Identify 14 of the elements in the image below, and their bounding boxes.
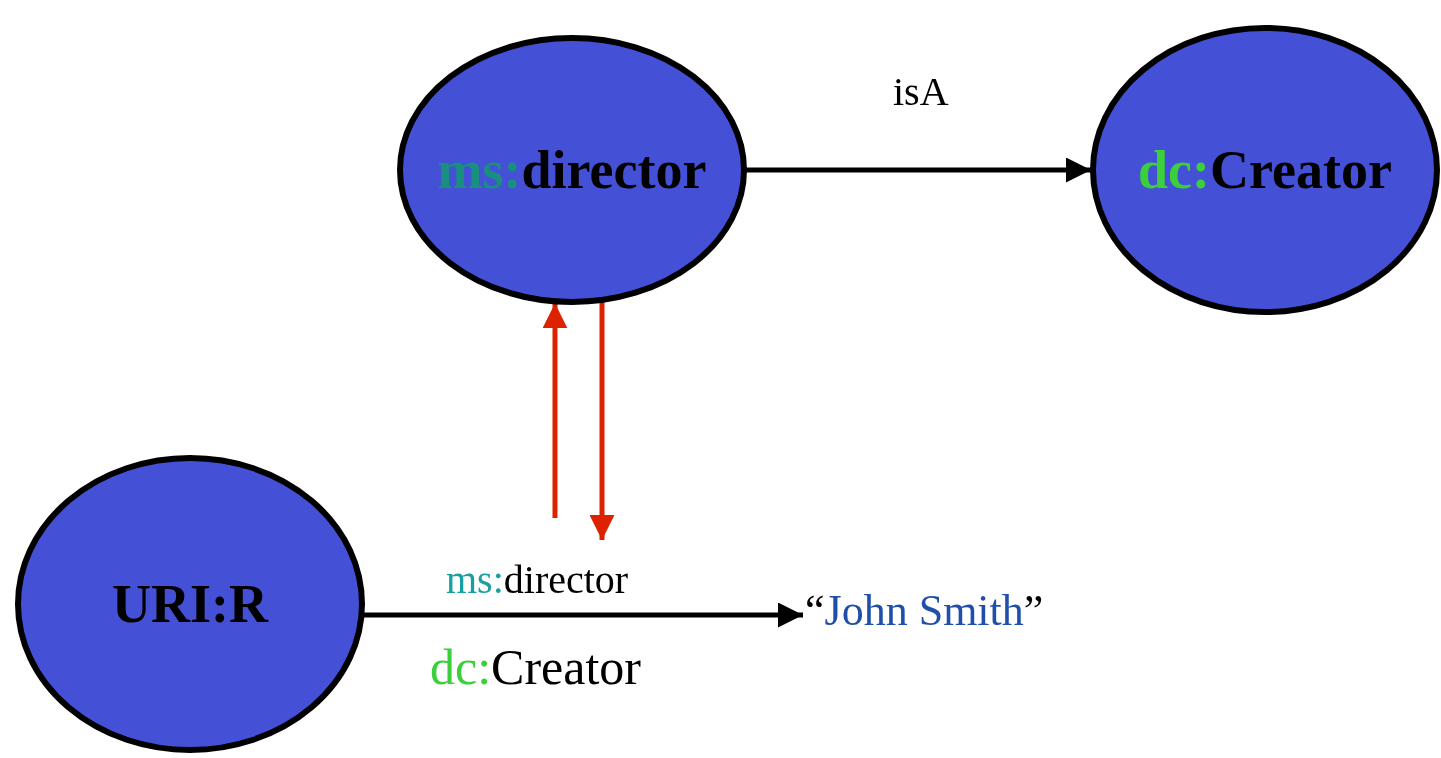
arrow (746, 157, 1091, 183)
edge-label: isA (893, 68, 949, 115)
node-label: ms:director (437, 139, 707, 201)
ellipse-node (15, 455, 365, 753)
node-label: URI:R (112, 573, 268, 635)
literal-text: “John Smith” (805, 585, 1044, 636)
node-label: dc:Creator (1138, 139, 1392, 201)
arrow (542, 303, 568, 518)
arrow (589, 302, 615, 540)
ellipse-node (397, 35, 747, 305)
edge-label: ms:director (446, 556, 629, 603)
property-label: dc:Creator (430, 638, 642, 696)
arrow (363, 602, 803, 628)
ellipse-node (1090, 25, 1440, 315)
